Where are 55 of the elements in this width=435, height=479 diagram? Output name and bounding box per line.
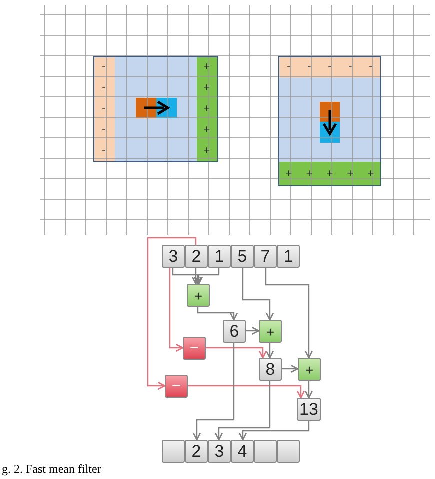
connector-arrow — [192, 268, 200, 285]
figure-caption: g. 2. Fast mean filter — [2, 462, 102, 477]
sign-label: + — [202, 102, 212, 117]
connector-arrow — [147, 237, 197, 390]
sign-label: - — [306, 60, 312, 75]
sign-label: - — [348, 60, 354, 75]
connector-arrow — [188, 385, 306, 399]
sign-label: - — [101, 81, 107, 96]
value-cell: 5 — [231, 245, 254, 268]
connector-arrow — [172, 268, 202, 285]
sign-label: - — [101, 144, 107, 159]
connector-arrow — [246, 326, 260, 336]
value-cell: 2 — [185, 440, 208, 463]
sign-label: + — [305, 167, 314, 182]
value-cell: 3 — [208, 440, 231, 463]
value-cell: 2 — [185, 245, 208, 268]
sign-label: + — [202, 123, 212, 138]
connector-arrow — [206, 347, 268, 359]
value-cell: 4 — [231, 440, 254, 463]
sign-label: - — [327, 60, 333, 75]
value-cell: 1 — [208, 245, 231, 268]
connector-arrow — [242, 268, 274, 321]
sign-label: - — [101, 60, 107, 75]
sign-label: - — [101, 102, 107, 117]
connector-arrow — [194, 268, 220, 285]
connector-arrow — [266, 343, 274, 359]
subtractor-box: − — [183, 337, 206, 360]
value-cell: 13 — [297, 398, 321, 421]
connector-arrow — [192, 343, 235, 441]
adder-box: + — [259, 320, 282, 343]
adder-box: + — [298, 358, 321, 381]
adder-box: + — [187, 284, 210, 307]
connector-arrow — [265, 268, 314, 359]
connector-arrow — [304, 381, 314, 399]
value-cell: 8 — [259, 358, 282, 381]
sign-label: - — [286, 60, 292, 75]
connector-arrow — [214, 381, 271, 441]
sign-label: + — [366, 167, 376, 182]
subtractor-box: − — [165, 375, 188, 398]
connector-arrow — [238, 421, 310, 441]
value-cell: 1 — [277, 245, 300, 268]
sign-label: - — [368, 60, 374, 75]
value-cell: 7 — [254, 245, 277, 268]
value-cell: 6 — [223, 320, 246, 343]
sign-label: + — [202, 60, 212, 75]
sign-label: + — [202, 81, 212, 96]
sign-label: - — [101, 123, 107, 138]
connector-arrow — [197, 307, 238, 321]
connector-arrow — [169, 268, 184, 352]
sign-label: + — [284, 167, 294, 182]
sign-label: + — [346, 167, 355, 182]
value-cell: 3 — [162, 245, 185, 268]
connector-arrow — [282, 364, 299, 374]
sign-label: + — [326, 167, 334, 182]
sign-label: + — [202, 144, 212, 159]
